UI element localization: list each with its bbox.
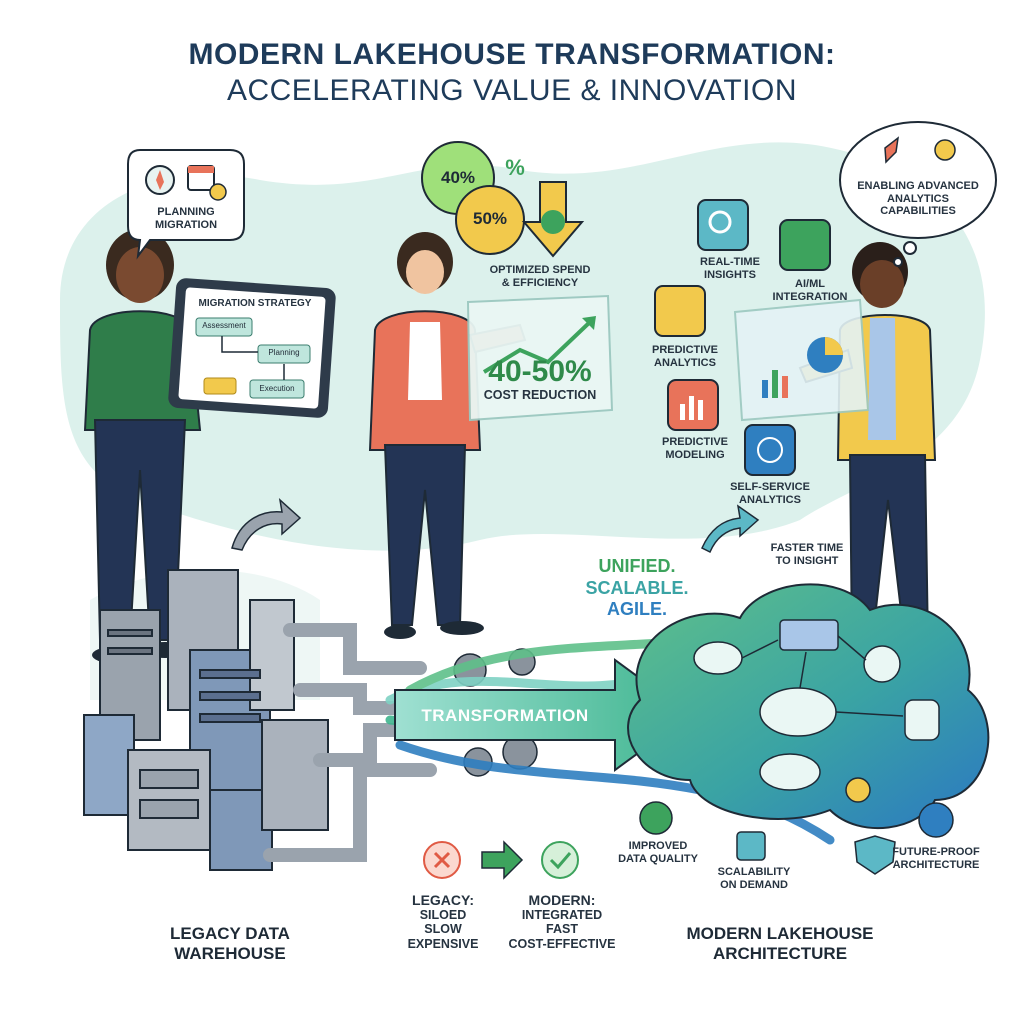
right-arrow-icon bbox=[481, 840, 524, 880]
title-line-2: Accelerating Value & Innovation bbox=[226, 74, 798, 107]
shield-icon bbox=[854, 835, 896, 875]
cost-reduction-label: Cost Reduction bbox=[483, 388, 597, 402]
feature-predictive-modeling: PredictiveModeling bbox=[661, 436, 728, 461]
database-icon bbox=[904, 699, 940, 741]
check-circle-icon bbox=[541, 841, 579, 879]
modern-traits: Modern: Integrated Fast Cost-Effective bbox=[508, 892, 616, 951]
benefit-scalability: Scalabilityon Demand bbox=[717, 866, 791, 891]
migration-tablet bbox=[168, 278, 336, 418]
title-line-1: Modern Lakehouse Transformation: bbox=[188, 38, 836, 71]
benefit-data-quality: ImprovedData Quality bbox=[618, 840, 698, 865]
sync-icon bbox=[863, 645, 901, 683]
transformation-label: Transformation bbox=[421, 706, 589, 725]
analytics-thought-label: Enabling AdvancedAnalyticsCapabilities bbox=[857, 180, 979, 218]
analytics-thought-bubble bbox=[839, 121, 997, 267]
percent-sign: % bbox=[505, 155, 525, 180]
feature-self-service-analytics: Self-ServiceAnalytics bbox=[730, 481, 810, 506]
magnifier-chart-icon bbox=[697, 199, 749, 251]
step-execution: Execution bbox=[259, 384, 295, 393]
legacy-warehouse-label: Legacy DataWarehouse bbox=[170, 924, 290, 963]
legacy-traits: Legacy: Siloed Slow Expensive bbox=[407, 892, 479, 951]
rocket-icon bbox=[884, 136, 900, 164]
cloud-list-icon bbox=[759, 687, 837, 737]
migration-board-title: Migration Strategy bbox=[198, 298, 312, 309]
gear-chart-icon bbox=[654, 285, 706, 337]
benefit-future-proof: Future-ProofArchitecture bbox=[892, 846, 980, 871]
clock-icon bbox=[209, 183, 227, 201]
curved-arrow-icon bbox=[231, 498, 302, 551]
bubble-40-percent: 40% bbox=[440, 168, 476, 187]
presenter-person bbox=[368, 232, 527, 639]
cost-reduction-panel bbox=[466, 294, 614, 422]
cost-reduction-value: 40-50% bbox=[488, 355, 592, 388]
brain-gear-icon bbox=[779, 219, 831, 271]
planning-bubble bbox=[127, 149, 245, 260]
bubble-50-percent: 50% bbox=[472, 209, 508, 228]
step-planning: Planning bbox=[268, 348, 300, 357]
curved-arrow-icon-2 bbox=[701, 504, 760, 554]
legacy-servers bbox=[83, 569, 329, 871]
lakehouse-cloud bbox=[627, 583, 990, 830]
quality-badge-icon bbox=[639, 801, 673, 835]
tagline: Unified. Scalable. Agile. bbox=[585, 556, 689, 620]
feature-ai-ml-integration: AI/MLIntegration bbox=[772, 278, 848, 303]
lightbulb-icon bbox=[934, 139, 956, 161]
feature-icons bbox=[654, 199, 831, 476]
modern-lakehouse-label: Modern LakehouseArchitecture bbox=[686, 924, 874, 963]
feature-real-time-insights: Real-TimeInsights bbox=[700, 256, 760, 281]
globe-icon bbox=[744, 424, 796, 476]
cloud-refresh-icon bbox=[759, 753, 821, 791]
faster-time-to-insight: Faster timeto insight bbox=[770, 542, 844, 567]
hologram-panel bbox=[733, 298, 870, 422]
optimized-spend-label: Optimized spend& efficiency bbox=[489, 264, 591, 289]
step-assessment: Assessment bbox=[202, 321, 246, 330]
gear-icon bbox=[845, 777, 871, 803]
feature-predictive-analytics: PredictiveAnalytics bbox=[651, 344, 718, 369]
cloud-upload-icon bbox=[693, 641, 743, 675]
comparison-icons bbox=[423, 840, 579, 880]
scale-arrow-icon bbox=[736, 831, 766, 861]
future-globe-icon bbox=[918, 802, 954, 838]
savings-bubbles bbox=[421, 141, 585, 258]
benefit-icons bbox=[639, 801, 954, 875]
planning-bubble-label: PlanningMigration bbox=[154, 206, 218, 231]
server-stack-icon bbox=[779, 619, 839, 651]
